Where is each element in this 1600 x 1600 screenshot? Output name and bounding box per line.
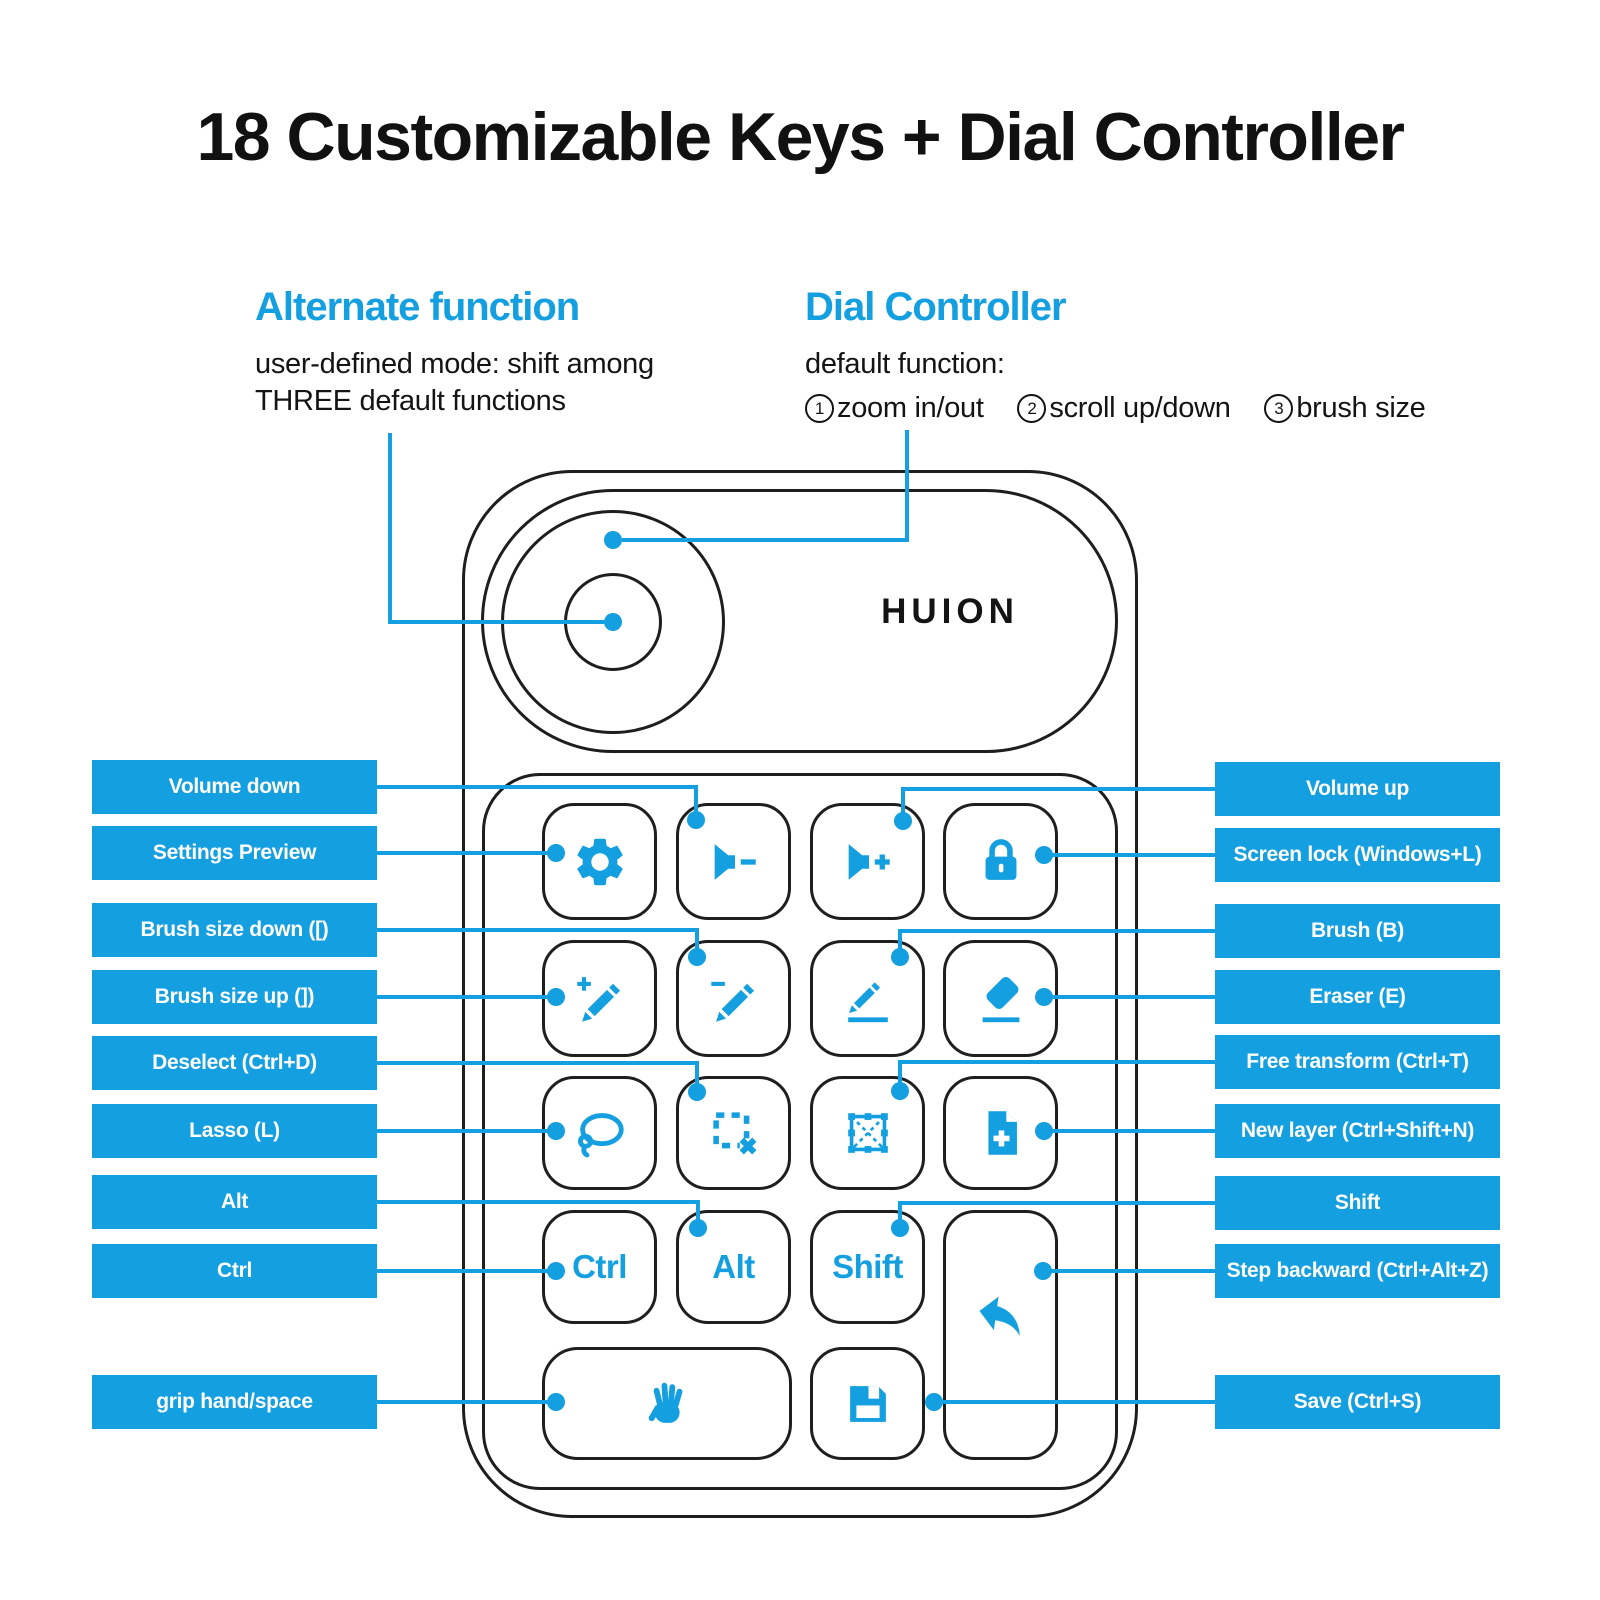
eraser-icon: [982, 976, 1019, 1022]
circled-number-2: 2: [1017, 394, 1047, 423]
label-grip-hand: grip hand/space: [92, 1375, 377, 1429]
key-volume-down[interactable]: [676, 803, 791, 920]
label-brush-size-down: Brush size down ([): [92, 903, 377, 957]
key-deselect[interactable]: [676, 1076, 791, 1190]
dial-center-button[interactable]: [564, 573, 662, 671]
deselect-icon: [712, 1112, 757, 1156]
gear-icon: [576, 838, 623, 885]
floppy-icon: [849, 1385, 886, 1422]
key-eraser[interactable]: [943, 940, 1058, 1057]
key-save[interactable]: [810, 1347, 925, 1460]
lock-icon: [985, 838, 1016, 880]
free-transform-icon: [847, 1113, 888, 1153]
key-shift-label: Shift: [832, 1248, 903, 1285]
label-brush: Brush (B): [1215, 904, 1500, 958]
key-lasso[interactable]: [542, 1076, 657, 1190]
alternate-function-body: user-defined mode: shift among THREE def…: [255, 346, 654, 420]
hand-icon: [648, 1382, 683, 1423]
label-ctrl: Ctrl: [92, 1244, 377, 1298]
key-step-backward[interactable]: [943, 1210, 1058, 1460]
key-ctrl-label: Ctrl: [572, 1248, 627, 1285]
label-deselect: Deselect (Ctrl+D): [92, 1036, 377, 1090]
circled-number-1: 1: [805, 394, 834, 423]
key-shift[interactable]: Shift: [810, 1210, 925, 1324]
label-save: Save (Ctrl+S): [1215, 1375, 1500, 1429]
label-free-transform: Free transform (Ctrl+T): [1215, 1035, 1500, 1089]
key-brush-size-down[interactable]: [676, 940, 791, 1057]
alternate-function-section: Alternate function user-defined mode: sh…: [255, 284, 654, 420]
label-brush-size-up: Brush size up (]): [92, 970, 377, 1024]
label-step-backward: Step backward (Ctrl+Alt+Z): [1215, 1244, 1500, 1298]
page-title: 18 Customizable Keys + Dial Controller: [196, 99, 1405, 175]
label-shift: Shift: [1215, 1176, 1500, 1230]
label-volume-down: Volume down: [92, 760, 377, 814]
circled-number-3: 3: [1264, 394, 1294, 423]
key-brush[interactable]: [810, 940, 925, 1057]
label-alt: Alt: [92, 1175, 377, 1229]
undo-arrow-icon: [978, 1296, 1020, 1337]
lasso-icon: [577, 1113, 624, 1158]
dial-controller-line1: default function:: [805, 348, 1005, 380]
key-volume-up[interactable]: [810, 803, 925, 920]
pencil-minus-icon: [710, 981, 754, 1022]
label-new-layer: New layer (Ctrl+Shift+N): [1215, 1104, 1500, 1158]
label-screen-lock: Screen lock (Windows+L): [1215, 828, 1500, 882]
key-grip-hand[interactable]: [542, 1347, 792, 1460]
label-volume-up: Volume up: [1215, 762, 1500, 816]
key-new-layer[interactable]: [943, 1076, 1058, 1190]
pencil-icon: [847, 981, 888, 1022]
label-settings-preview: Settings Preview: [92, 826, 377, 880]
huion-logo: HUION: [881, 592, 1019, 631]
label-lasso: Lasso (L): [92, 1104, 377, 1158]
key-settings[interactable]: [542, 803, 657, 920]
alternate-function-heading: Alternate function: [255, 285, 580, 329]
alternate-function-line1: user-defined mode: shift among: [255, 348, 654, 380]
volume-minus-icon: [714, 843, 756, 880]
label-eraser: Eraser (E): [1215, 970, 1500, 1024]
key-alt-label: Alt: [712, 1248, 755, 1285]
volume-plus-icon: [848, 843, 890, 880]
new-layer-icon: [987, 1111, 1017, 1155]
key-screen-lock[interactable]: [943, 803, 1058, 920]
key-free-transform[interactable]: [810, 1076, 925, 1190]
key-ctrl[interactable]: Ctrl: [542, 1210, 657, 1324]
key-alt[interactable]: Alt: [676, 1210, 791, 1324]
key-brush-size-up[interactable]: [542, 940, 657, 1057]
pencil-plus-icon: [576, 976, 620, 1022]
alternate-function-line2: THREE default functions: [255, 385, 566, 417]
dial-controller-heading: Dial Controller: [805, 285, 1067, 329]
